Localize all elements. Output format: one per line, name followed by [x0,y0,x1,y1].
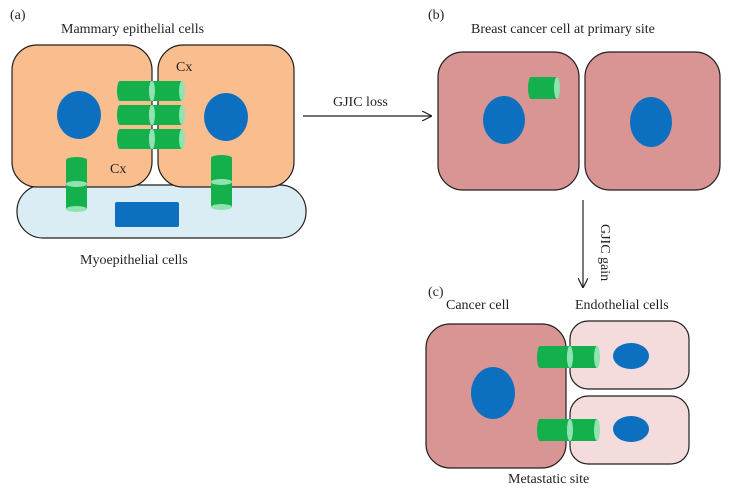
myoepithelial-nucleus [115,202,179,227]
metastatic-site-label: Metastatic site [508,472,590,487]
gjic-gain-label: GJIC gain [597,224,612,282]
cancer-nucleus-metastatic [471,367,515,419]
cancer-nucleus-primary-right [630,97,672,147]
cancer-cell-label: Cancer cell [446,298,510,313]
epithelial-nucleus-left [57,91,101,139]
connexin-pair-2 [117,105,185,125]
panel-c [425,320,690,469]
panel-b [437,51,721,191]
myoepithelial-label: Myoepithelial cells [80,253,188,268]
cancer-nucleus-primary-left [483,96,525,144]
endothelial-nucleus-bottom [613,416,649,442]
connexin-label-top: Cx [176,60,193,75]
panel-a-letter: (a) [10,8,26,23]
connexin-vertical-left [66,157,87,212]
connexin-hemichannel [528,77,560,99]
connexin-pair-metastatic-top [537,346,600,368]
connexin-vertical-right [211,155,232,210]
connexin-pair-1 [117,81,185,101]
panel-a [11,44,307,239]
connexin-pair-metastatic-bottom [537,419,600,441]
gjic-loss-label: GJIC loss [333,95,388,110]
endothelial-cells-label: Endothelial cells [575,298,669,313]
connexin-pair-3 [117,129,185,149]
panel-b-letter: (b) [428,8,445,23]
endothelial-nucleus-top [613,343,649,369]
epithelial-nucleus-right [204,93,248,141]
panel-c-letter: (c) [428,285,444,300]
connexin-label-bottom: Cx [110,162,127,177]
panel-a-title: Mammary epithelial cells [61,22,205,37]
panel-b-title: Breast cancer cell at primary site [471,22,655,37]
